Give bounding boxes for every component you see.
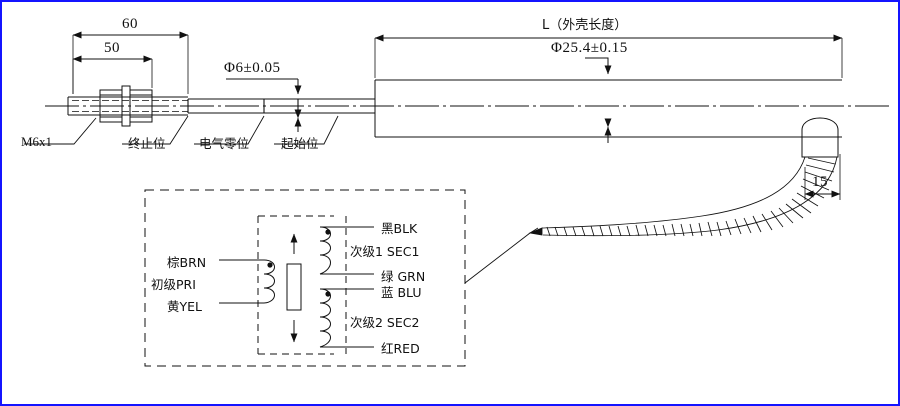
probe-rod: [67, 96, 375, 116]
wire-label-sec2: 次级2 SEC2: [350, 315, 420, 330]
dim-label-body-length: L（外壳长度）: [542, 18, 628, 33]
callout-thread-m6x1: M6x1: [21, 134, 53, 149]
wire-label-brown-brn: 棕BRN: [167, 255, 207, 270]
dim-dia25: [585, 57, 612, 143]
wire-label-sec1: 次级1 SEC1: [350, 244, 420, 259]
core-and-arrows: [286, 233, 302, 343]
callout-electrical-zero: 电气零位: [199, 136, 250, 151]
hex-nut: [99, 85, 153, 127]
dim-dia6: [226, 78, 302, 132]
dim-60: [72, 31, 189, 94]
dim-15: [804, 154, 841, 200]
wire-label-yellow-yel: 黄YEL: [167, 299, 202, 314]
secondary-coil-2: [319, 288, 374, 348]
wire-label-black-blk: 黑BLK: [381, 221, 418, 236]
secondary-coil-1: [319, 226, 374, 275]
coil-assembly-box: [257, 215, 347, 355]
wire-label-green-grn: 绿 GRN: [381, 269, 426, 284]
wiring-box-outer: [144, 189, 466, 367]
wire-label-red-red: 红RED: [381, 341, 420, 356]
cable-end-cap: [801, 117, 839, 158]
callout-start-position: 起始位: [281, 136, 319, 151]
wiring-box-leader: [464, 232, 531, 284]
dim-label-60: 60: [122, 16, 138, 32]
wire-label-primary-pri: 初级PRI: [151, 277, 196, 292]
wire-label-blue-blu: 蓝 BLU: [381, 285, 422, 300]
dim-50: [72, 55, 153, 94]
dim-label-body-dia: Φ25.4±0.15: [551, 40, 628, 56]
dim-label-15: 15: [812, 174, 828, 190]
coiled-cable: [528, 156, 838, 237]
callout-leaders: [24, 115, 339, 145]
dim-label-dia6: Φ6±0.05: [224, 60, 281, 76]
dim-L: [374, 34, 843, 78]
primary-coil: [219, 259, 275, 304]
callout-end-position: 终止位: [128, 136, 166, 151]
dim-label-50: 50: [104, 40, 120, 56]
